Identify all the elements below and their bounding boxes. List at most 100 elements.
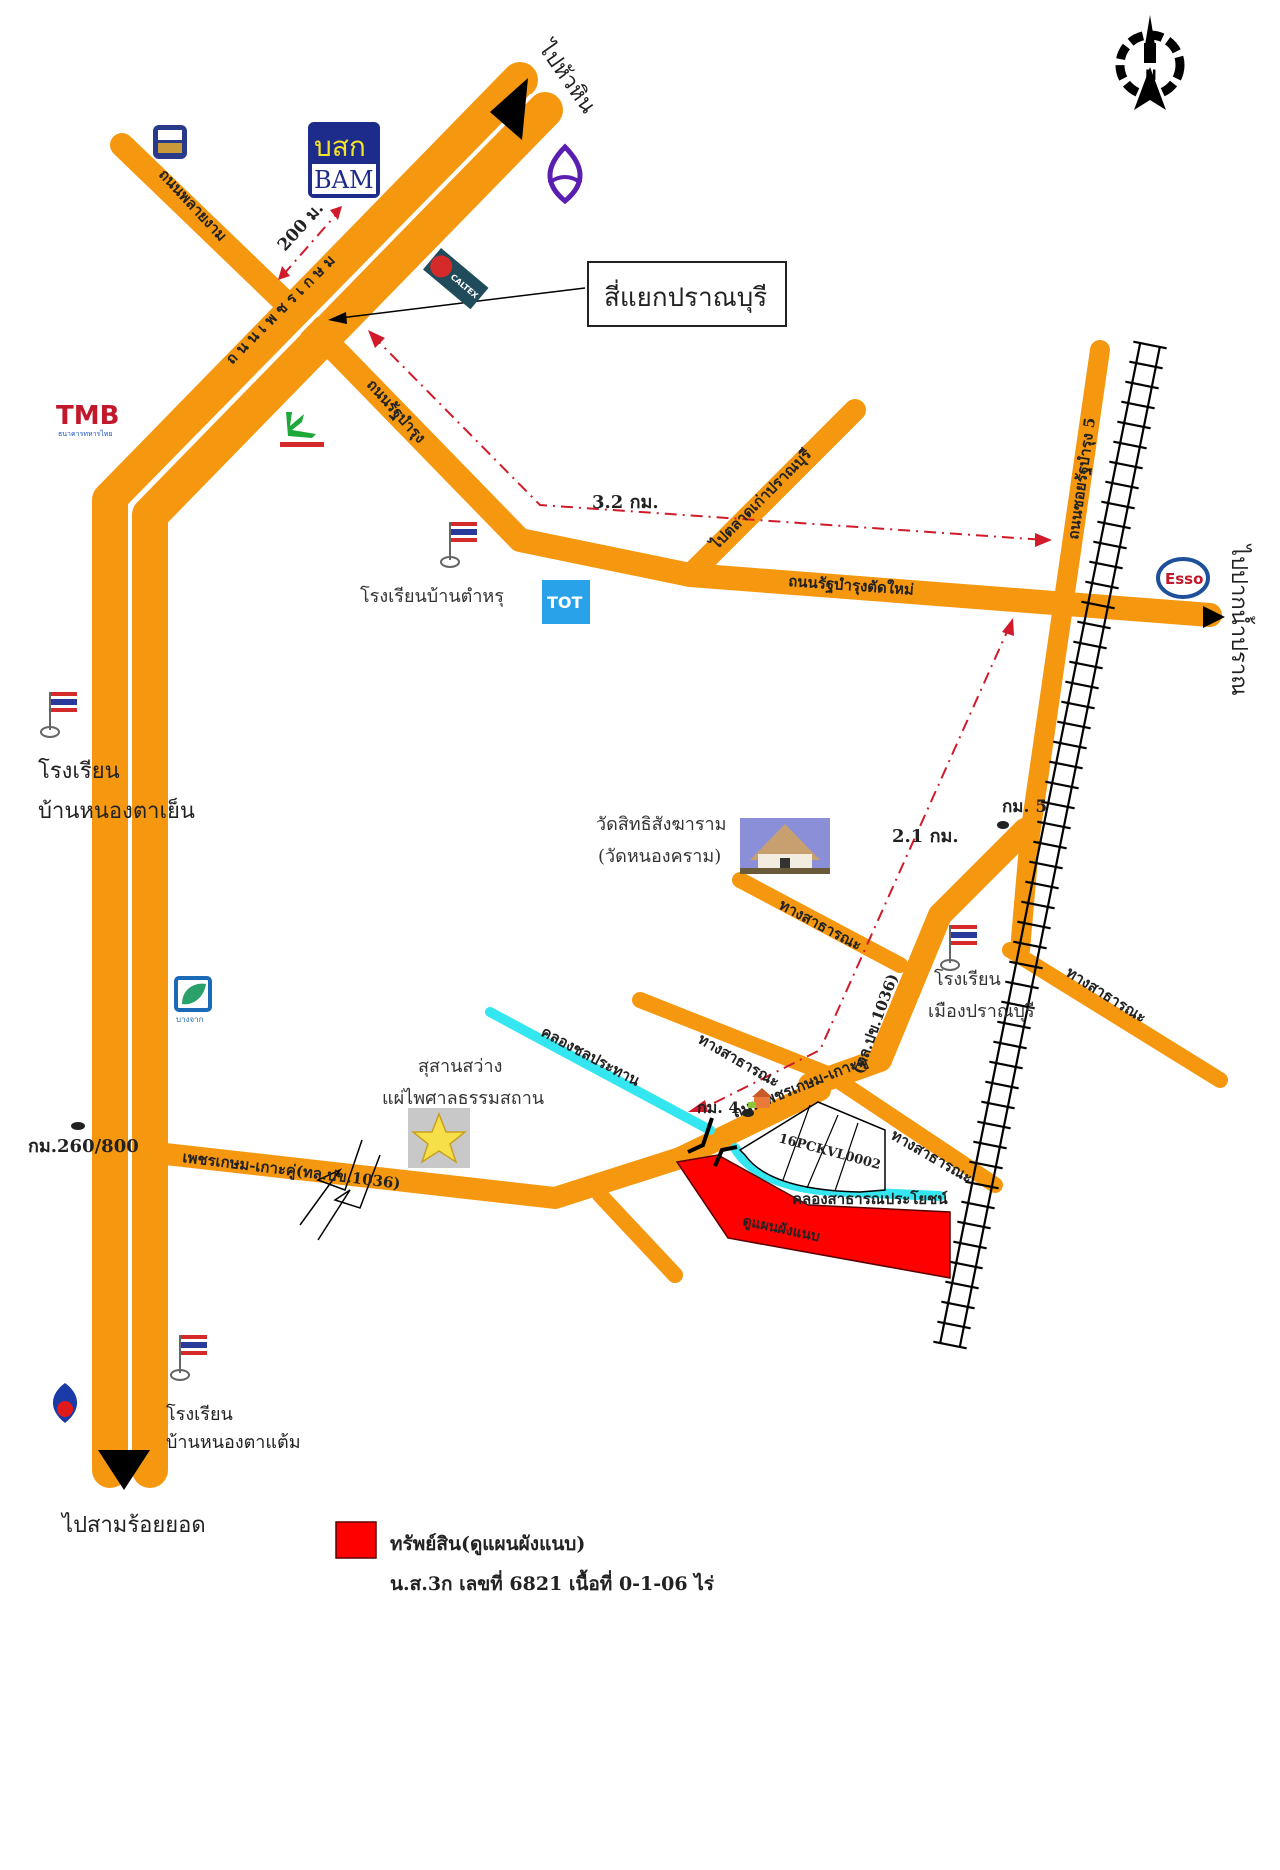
- railway: [933, 340, 1167, 1350]
- railway-tie: [937, 1320, 971, 1330]
- school-flag-icon: [940, 925, 977, 971]
- railway-tie: [1013, 940, 1047, 950]
- railway-tie: [1073, 640, 1107, 650]
- legend-line-2: น.ส.3ก เลขที่ 6821 เนื้อที่ 0-1-06 ไร่: [390, 1569, 715, 1595]
- label-public-way-temple: ทางสาธารณะ: [776, 896, 865, 955]
- bank-logo-icon: [153, 125, 187, 159]
- km-5-label: กม. 5: [1002, 797, 1047, 817]
- road-public-way-mid: [632, 992, 1003, 1193]
- road-branch-south: [592, 1187, 683, 1283]
- bam-logo-text: BAM: [314, 166, 374, 194]
- bangkok-bank-lotus-icon: [547, 143, 583, 205]
- km-marker-260: กม.260/800: [28, 1122, 139, 1157]
- railway-tie: [1029, 860, 1063, 870]
- railway-tie: [1033, 840, 1067, 850]
- label-phetkasem-kokhu: เพชรเกษม-เกาะคู่(ทล.ปข.1036): [181, 1148, 401, 1194]
- railway-tie: [1109, 460, 1143, 470]
- kasikorn-logo-icon: [280, 412, 324, 447]
- roads: [92, 62, 1228, 1488]
- parcel-line: [834, 1122, 859, 1192]
- railway-tie: [965, 1180, 999, 1190]
- temple-name-line2: (วัดหนองคราม): [598, 846, 721, 867]
- direction-to-sam-roi-yot: ไปสามร้อยยอด: [60, 1512, 206, 1538]
- tmb-logo-text: TMB: [56, 401, 119, 431]
- label-rat-bamrung: ถนนรัฐบำรุง: [362, 376, 429, 448]
- railway-tie: [1117, 420, 1151, 430]
- distance-2-1km-label: 2.1 กม.: [892, 826, 959, 847]
- railway-tie: [969, 1160, 1003, 1170]
- railway-tie: [1045, 780, 1079, 790]
- distance-lines: [278, 206, 1052, 1112]
- tot-logo-text: TOT: [547, 593, 583, 612]
- road-rat-bamrung-new: [678, 563, 1222, 627]
- railway-tie: [985, 1080, 1019, 1090]
- railway-tie: [1085, 580, 1119, 590]
- road-phetkasem-east-lane: [132, 92, 563, 1488]
- road-break-icon: [299, 1139, 381, 1241]
- railway-tie: [1025, 880, 1059, 890]
- railway-tie: [1113, 440, 1147, 450]
- school-nongtataem-line2: บ้านหนองตาแต้ม: [166, 1432, 301, 1453]
- railway-tie: [957, 1220, 991, 1230]
- bridge-icon: [713, 1145, 738, 1167]
- arrow-head: [278, 266, 290, 280]
- km-marker-4: กม. 4: [697, 1098, 754, 1117]
- parcel-line: [806, 1114, 839, 1189]
- tot-logo: TOT: [542, 580, 590, 624]
- railway-tie: [1129, 360, 1163, 370]
- railway-tie: [1101, 500, 1135, 510]
- bam-logo: บสก BAM: [308, 122, 380, 198]
- cemetery-name-line2: แผ่ไพศาลธรรมสถาน: [382, 1087, 544, 1109]
- legend: ทรัพย์สิน(ดูแผนผังแนบ) น.ส.3ก เลขที่ 682…: [335, 1521, 715, 1595]
- label-soi-rat-bamrung-5: ถนนซอยรัฐบำรุง 5: [1064, 416, 1100, 540]
- railway-tie: [1005, 980, 1039, 990]
- esso-logo-text: Esso: [1165, 570, 1203, 588]
- legend-property-swatch: [335, 1521, 377, 1559]
- intersection-callout: สี่แยกปราณบุรี: [587, 261, 787, 327]
- railway-tie: [1089, 560, 1123, 570]
- railway-tie: [1065, 680, 1099, 690]
- railway-tie: [961, 1200, 995, 1210]
- railway-tie: [1097, 520, 1131, 530]
- railway-tie: [1037, 820, 1071, 830]
- bangchak-logo-text: บางจาก: [176, 1015, 204, 1024]
- railway-tie: [933, 1340, 967, 1350]
- caltex-logo: CALTEX: [423, 247, 489, 310]
- label-canal-public: คลองสาธารณประโยชน์: [792, 1189, 948, 1208]
- km-post-icon: [742, 1109, 754, 1117]
- parcel-outline: [738, 1101, 886, 1193]
- callout-arrow-head: [328, 312, 347, 324]
- road-rat-bamrung: [328, 343, 702, 587]
- railway-tie: [945, 1280, 979, 1290]
- railway-tie: [981, 1100, 1015, 1110]
- road-old-market: [679, 399, 866, 586]
- railway-tie: [1057, 720, 1091, 730]
- distance-3-2km-label: 3.2 กม.: [592, 492, 659, 513]
- arrow-to-hua-hin-icon: [490, 78, 528, 140]
- house-icon: [748, 1088, 772, 1108]
- railway-tie: [1125, 380, 1159, 390]
- railway-tie: [1041, 800, 1075, 810]
- canal-chonprathan: [485, 1007, 715, 1135]
- arrow-head: [688, 1100, 708, 1112]
- railway-tie: [1081, 600, 1115, 610]
- railway-tie: [1053, 740, 1087, 750]
- road-phetkasem-kokhu: [119, 1079, 831, 1209]
- direction-to-pak-nam-pran: ไปปากน้ำปราณ: [1226, 543, 1255, 696]
- bangchak-logo: บางจาก: [174, 976, 212, 1024]
- road-phetkasem-west-lane: [92, 62, 538, 1488]
- road-public-way-east: [1002, 942, 1228, 1088]
- callout-leader-line: [339, 287, 586, 319]
- arrow-to-pak-nam-pran-icon: [1203, 606, 1225, 628]
- school-muang-line1: โรงเรียน: [934, 968, 1001, 990]
- ptt-logo-icon: [52, 1383, 78, 1423]
- tmb-logo: TMB ธนาคารทหารไทย: [56, 401, 119, 438]
- railway-tie: [1021, 900, 1055, 910]
- temple-name-line1: วัดสิทธิสังฆาราม: [596, 814, 727, 835]
- railway-tie: [977, 1120, 1011, 1130]
- school-nongtayen-line1: โรงเรียน: [38, 758, 120, 784]
- road-route-1036-north: [798, 818, 1037, 1097]
- railway-tie: [989, 1060, 1023, 1070]
- railway-tie: [1121, 400, 1155, 410]
